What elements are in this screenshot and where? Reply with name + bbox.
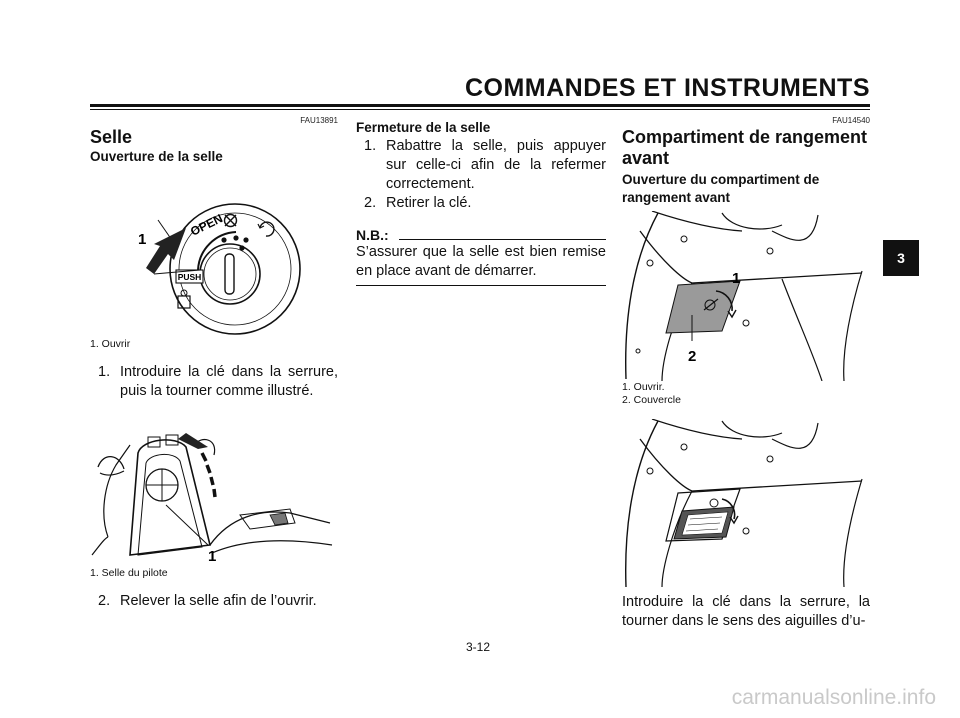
- subsection-title-ouverture-compartiment: Ouverture du compartiment de rangement a…: [622, 172, 820, 205]
- fig3-callout-1: 1: [732, 270, 740, 287]
- nb-text: S’assurer que la selle est bien remise e…: [356, 244, 606, 279]
- section-code-2: FAU14540: [832, 116, 870, 125]
- subsection-title-ouverture: Ouverture de la selle: [90, 149, 223, 164]
- fig2-caption: 1. Selle du pilote: [90, 567, 168, 579]
- page-header-title: COMMANDES ET INSTRUMENTS: [464, 74, 870, 102]
- watermark: carmanualsonline.info: [731, 686, 936, 709]
- column-left: FAU13891 Selle Ouverture de la selle PUS…: [90, 116, 338, 611]
- col2-step-1: 1.Rabattre la selle, puis appuyer sur ce…: [364, 138, 606, 192]
- col1-step-1: 1.Introduire la clé dans la serrure, pui…: [98, 364, 338, 399]
- page-number: 3-12: [466, 640, 491, 654]
- fig3-caption-line2: 2. Couvercle: [622, 394, 681, 406]
- section-title-compartiment: Compartiment de rangement avant: [622, 127, 868, 168]
- fig2-callout-1: 1: [208, 548, 216, 565]
- column-middle: Fermeture de la selle 1.Rabattre la sell…: [356, 119, 606, 286]
- ignition-switch-figure: PUSH OPEN 1: [138, 203, 301, 335]
- nb-end-rule: [356, 285, 606, 286]
- scooter-seat-figure: 1: [91, 433, 333, 565]
- header-rule-thin: [90, 109, 870, 110]
- col1-step-2: 2.Relever la selle afin de l’ouvrir.: [98, 593, 317, 609]
- fig1-caption: 1. Ouvrir: [90, 338, 131, 350]
- section-title-selle: Selle: [90, 127, 133, 147]
- front-storage-figure-2: [625, 419, 863, 587]
- fig3-callout-2: 2: [688, 348, 696, 365]
- push-label: PUSH: [178, 272, 202, 282]
- nb-header: N.B.:: [356, 227, 606, 243]
- nb-rule: [398, 239, 606, 240]
- fig1-callout-1: 1: [138, 231, 146, 248]
- nb-label: N.B.:: [356, 227, 389, 243]
- section-code: FAU13891: [300, 116, 338, 125]
- header-rule: [90, 104, 870, 107]
- chapter-tab: 3: [883, 240, 919, 276]
- subsection-title-fermeture: Fermeture de la selle: [356, 120, 491, 135]
- open-label: OPEN: [188, 211, 225, 238]
- fig3-caption-line1: 1. Ouvrir.: [622, 381, 665, 393]
- front-storage-figure-1: 1 2: [625, 211, 863, 381]
- col2-step-2: 2.Retirer la clé.: [364, 195, 472, 211]
- column-right: FAU14540 Compartiment de rangement avant…: [622, 116, 870, 631]
- col3-body-text: Introduire la clé dans la serrure, la to…: [622, 594, 870, 629]
